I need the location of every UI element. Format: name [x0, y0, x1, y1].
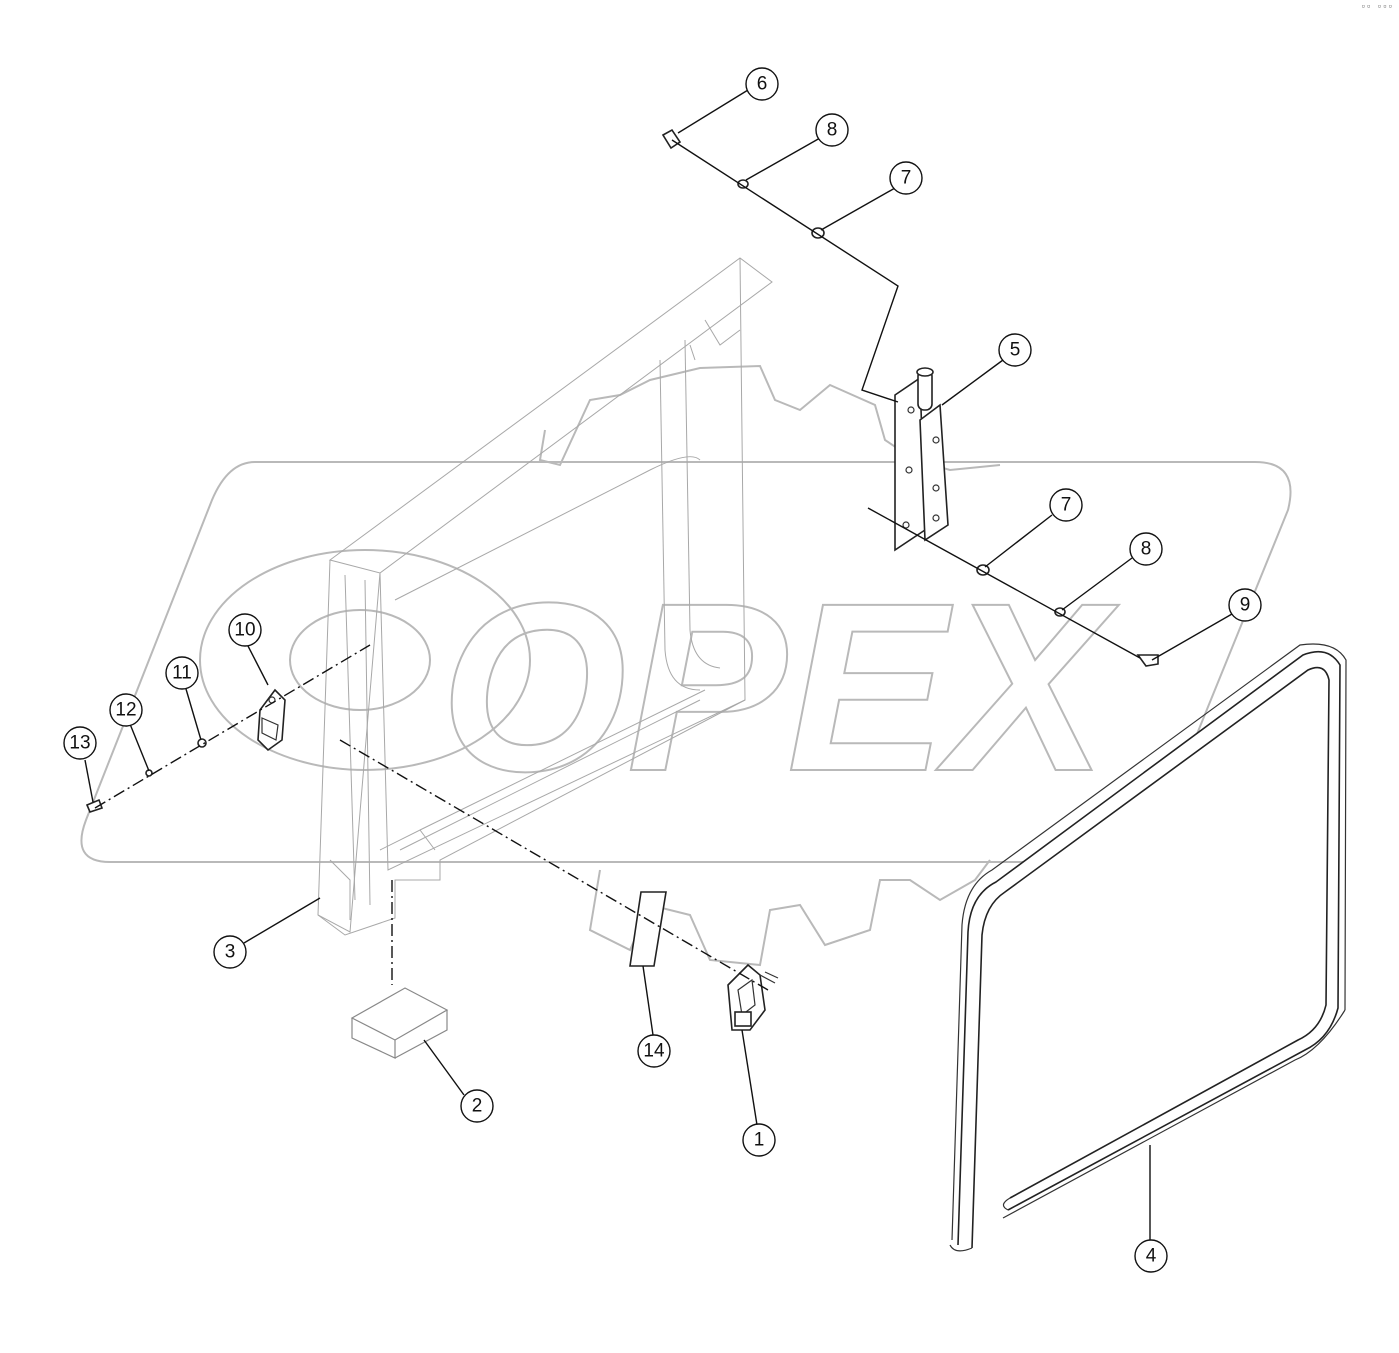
washer-11	[197, 738, 207, 748]
svg-text:7: 7	[901, 168, 912, 189]
watermark: OPEX	[80, 364, 1292, 967]
svg-text:5: 5	[1010, 340, 1021, 361]
svg-text:2: 2	[472, 1096, 483, 1117]
svg-text:8: 8	[827, 120, 838, 141]
callout-9: 9	[1228, 588, 1262, 622]
callout-4: 4	[1134, 1239, 1168, 1273]
svg-text:1: 1	[754, 1130, 765, 1151]
svg-text:6: 6	[757, 74, 768, 95]
svg-text:10: 10	[234, 620, 255, 641]
seal-part	[949, 643, 1347, 1252]
watermark-text: OPEX	[440, 553, 1120, 821]
svg-text:13: 13	[69, 733, 90, 754]
watermark-o-inner	[289, 609, 431, 711]
svg-text:9: 9	[1240, 595, 1251, 616]
svg-text:14: 14	[643, 1041, 665, 1062]
box-part	[350, 987, 449, 1059]
watermark-o	[199, 549, 531, 771]
callouts: 6 8 7 5 7 8 9 10 11 12 13 3 14 2 1	[63, 67, 1262, 1273]
callout-3: 3	[213, 935, 247, 969]
callout-leaders	[84, 89, 1233, 1240]
callout-5: 5	[998, 333, 1032, 367]
svg-text:12: 12	[115, 700, 136, 721]
callout-7b: 7	[1049, 488, 1083, 522]
callout-7a: 7	[889, 161, 923, 195]
latch-part	[727, 963, 779, 1031]
svg-text:7: 7	[1061, 495, 1072, 516]
callout-14: 14	[637, 1034, 671, 1068]
callout-13: 13	[63, 726, 97, 760]
striker-part	[257, 688, 286, 752]
callout-1: 1	[742, 1123, 776, 1157]
hinge-part	[894, 367, 949, 552]
svg-text:11: 11	[172, 663, 192, 684]
svg-text:8: 8	[1141, 539, 1152, 560]
svg-text:3: 3	[225, 942, 236, 963]
assembly-lines	[94, 139, 1141, 991]
callout-10: 10	[228, 613, 262, 647]
callout-2: 2	[460, 1089, 494, 1123]
svg-text:4: 4	[1146, 1246, 1157, 1267]
callout-12: 12	[109, 693, 143, 727]
callout-8a: 8	[815, 113, 849, 147]
washer-8a	[737, 179, 749, 189]
bolt-6	[661, 128, 682, 150]
bolt-13	[85, 798, 104, 813]
callout-11: 11	[165, 656, 199, 690]
bolt-9	[1136, 654, 1159, 667]
fasteners	[85, 128, 1159, 813]
gasket-part	[629, 891, 667, 967]
door-frame	[317, 257, 773, 936]
callout-6: 6	[745, 67, 779, 101]
corner-mark: ▫▫ ▫▫▫	[1360, 2, 1393, 12]
callout-8b: 8	[1129, 532, 1163, 566]
